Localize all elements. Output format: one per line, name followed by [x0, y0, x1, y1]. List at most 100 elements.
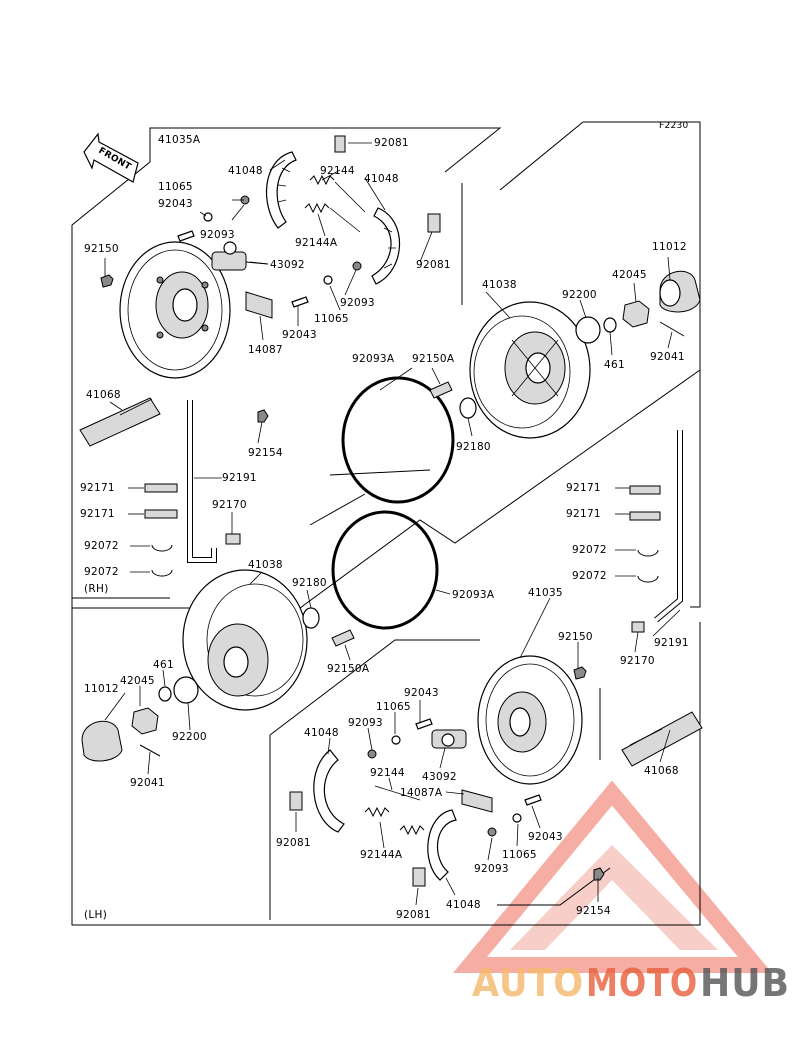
hose-92191-rh [187, 400, 217, 563]
front-arrow: FRONT [83, 132, 139, 183]
clip-92081-rh-upper [334, 135, 346, 153]
label-11065-lh-b: 11065 [502, 849, 537, 861]
label-92093-lh-b: 92093 [474, 863, 509, 875]
label-92180-lh: 92180 [292, 577, 327, 589]
clip-92081-lh-lower [412, 867, 426, 887]
label-42045-lh: 42045 [120, 675, 155, 687]
label-92144a-rh: 92144A [295, 237, 338, 249]
bolt-92150-lh [573, 666, 587, 680]
clamp-92171-rh-b [144, 509, 178, 519]
label-41068-lh: 41068 [644, 765, 679, 777]
clip-92081-rh-lower [427, 213, 441, 233]
label-92170-lh: 92170 [620, 655, 655, 667]
label-41048-rh-a: 41048 [228, 165, 263, 177]
label-41068-rh: 41068 [86, 389, 121, 401]
label-42045-rh: 42045 [612, 269, 647, 281]
cap-11012-rh [659, 270, 701, 313]
washer-461-lh [158, 686, 172, 702]
label-41035a-rh: 41035A [158, 134, 201, 146]
label-461-lh: 461 [153, 659, 174, 671]
clip-92081-lh-upper [289, 791, 303, 811]
bolt-92154-rh [257, 409, 269, 423]
label-11065-rh-a: 11065 [158, 181, 193, 193]
seal-ring-92093a-lh [331, 510, 439, 630]
washer-92093-lh-a [367, 749, 377, 759]
leader-lines [104, 142, 681, 906]
backing-plate-lh [477, 655, 583, 785]
clamp-92171-lh-a [629, 485, 661, 495]
watermark-hub: HUB [700, 961, 790, 1005]
pin-92043-rh-b [291, 296, 309, 308]
cap-11012-lh [81, 720, 123, 762]
o-ring-92180-lh [302, 607, 320, 629]
label-11012-lh: 11012 [84, 683, 119, 695]
label-41038-rh: 41038 [482, 279, 517, 291]
label-92093-rh-b: 92093 [340, 297, 375, 309]
label-43092-lh: 43092 [422, 771, 457, 783]
washer-11065-rh-a [203, 212, 213, 222]
clamp-92170-lh [631, 621, 645, 633]
label-92150a-lh: 92150A [327, 663, 370, 675]
washer-11065-rh-b [323, 275, 333, 285]
washer-461-rh [603, 317, 617, 333]
pin-92041-rh [659, 321, 685, 337]
label-92081-lh-b: 92081 [396, 909, 431, 921]
pin-92043-lh-a [415, 718, 433, 730]
figure-code: F2230 [659, 121, 689, 131]
brake-drum-lh [182, 569, 308, 711]
label-14087a-lh: 14087A [400, 787, 443, 799]
brake-shoe-lh-left [313, 749, 345, 833]
label-92041-lh: 92041 [130, 777, 165, 789]
label-92144-rh: 92144 [320, 165, 355, 177]
circlip-92072-lh-b [637, 575, 659, 583]
label-92171-rh-b: 92171 [80, 508, 115, 520]
watermark-moto: MOTO [586, 961, 698, 1005]
nut-42045-rh [622, 300, 650, 328]
label-11065-lh-a: 11065 [376, 701, 411, 713]
washer-92093-lh-b [487, 827, 497, 837]
watermark-auto: AUTO [472, 961, 584, 1005]
bolt-92150a-lh [331, 629, 355, 647]
bracket-14087-rh [245, 291, 273, 319]
label-92200-rh: 92200 [562, 289, 597, 301]
label-92072-lh-a: 92072 [572, 544, 607, 556]
label-92191-lh: 92191 [654, 637, 689, 649]
label-41048-rh-b: 41048 [364, 173, 399, 185]
label-92043-rh-b: 92043 [282, 329, 317, 341]
circlip-92072-rh-a [151, 544, 173, 552]
brake-shoe-lh-bottom [427, 809, 457, 881]
label-41038-lh: 41038 [248, 559, 283, 571]
label-41035-lh: 41035 [528, 587, 563, 599]
side-label-lh: (LH) [84, 909, 107, 921]
label-92043-lh-a: 92043 [404, 687, 439, 699]
bolt-92150-rh [100, 274, 114, 288]
label-92170-rh: 92170 [212, 499, 247, 511]
o-ring-92180-rh [459, 397, 477, 419]
washer-92200-rh [575, 316, 601, 344]
brake-drum-rh [469, 301, 591, 439]
label-41048-lh-a: 41048 [304, 727, 339, 739]
label-92081-rh-a: 92081 [374, 137, 409, 149]
label-92081-lh-a: 92081 [276, 837, 311, 849]
washer-92093-rh-b [352, 261, 362, 271]
label-11012-rh: 11012 [652, 241, 687, 253]
wheel-cylinder-rh [211, 241, 269, 271]
washer-11065-lh-a [391, 735, 401, 745]
label-92171-lh-b: 92171 [566, 508, 601, 520]
label-92041-rh: 92041 [650, 351, 685, 363]
axle-41068-lh [621, 711, 703, 767]
label-92072-rh-a: 92072 [84, 540, 119, 552]
watermark-logo: AUTO MOTO HUB [472, 961, 790, 1005]
bolt-92154-lh [593, 867, 605, 881]
clamp-92171-lh-b [629, 511, 661, 521]
hose-92191-lh [654, 430, 683, 623]
clamp-92171-rh-a [144, 483, 178, 493]
label-92171-lh-a: 92171 [566, 482, 601, 494]
nut-42045-lh [131, 707, 159, 735]
circlip-92072-lh-a [637, 549, 659, 557]
axle-41068-rh [79, 397, 161, 447]
label-92191-rh: 92191 [222, 472, 257, 484]
label-92093-lh-a: 92093 [348, 717, 383, 729]
label-43092-rh: 43092 [270, 259, 305, 271]
